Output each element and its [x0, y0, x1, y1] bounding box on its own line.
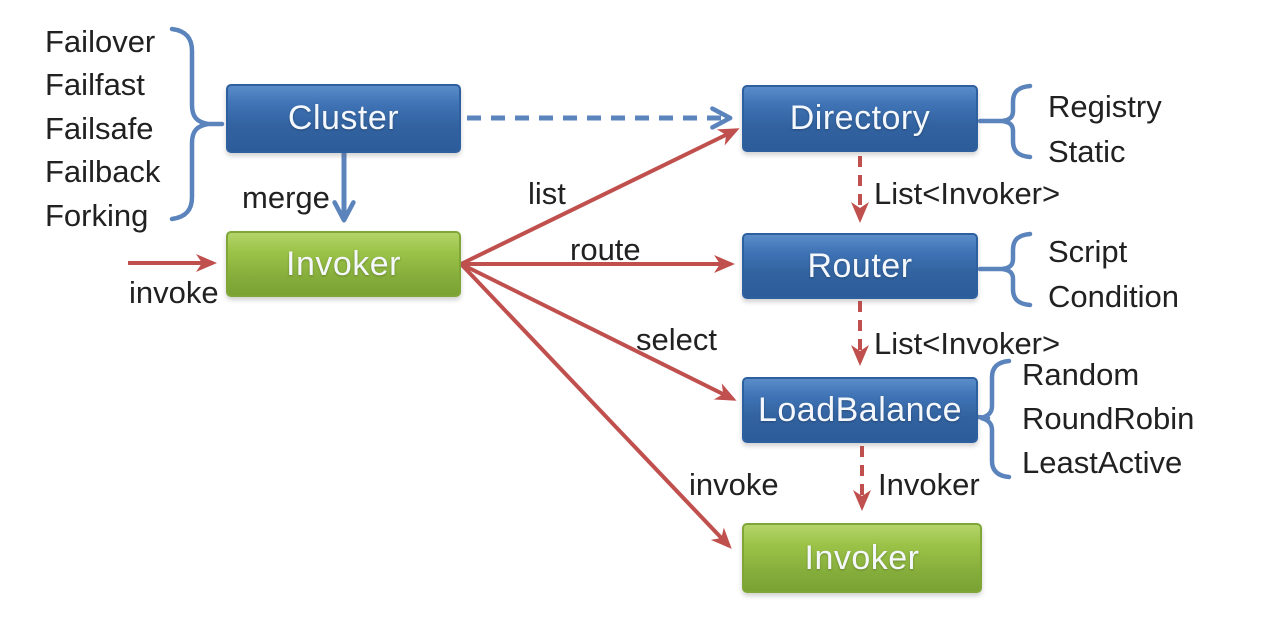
directory-box-label: Directory: [789, 99, 931, 137]
arrow-invoke-out: [459, 262, 732, 549]
cluster-box-label: Cluster: [287, 99, 400, 137]
route-label: route: [570, 232, 641, 267]
cluster-impls-list: Failover Failfast Failsafe Failback Fork…: [45, 20, 160, 238]
list-item: Forking: [45, 197, 149, 233]
brace-cluster-impls: [169, 26, 225, 222]
loadbalance-box-label: LoadBalance: [757, 390, 962, 429]
brace-directory-impls: [977, 83, 1033, 160]
list-item: Failsafe: [45, 110, 154, 146]
list-item: LeastActive: [1022, 445, 1183, 480]
arrow-list: [460, 128, 740, 266]
list-item: Random: [1022, 357, 1140, 392]
merge-label: merge: [242, 180, 330, 215]
list-item: Failback: [45, 154, 161, 190]
brace-loadbalance-impls: [975, 358, 1012, 480]
router-box: Router: [742, 233, 978, 299]
invoker-result-label: Invoker: [878, 467, 980, 502]
list-invoker-label-1: List<Invoker>: [874, 176, 1061, 211]
list-item: Failover: [45, 23, 156, 59]
directory-impls-list: Registry Static: [1048, 84, 1162, 174]
select-label: select: [636, 322, 717, 357]
invoker-top-box: Invoker: [226, 231, 461, 297]
invoke-in-label: invoke: [129, 275, 219, 310]
loadbalance-box: LoadBalance: [742, 377, 978, 443]
arrow-select: [460, 262, 737, 401]
invoker-bottom-box: Invoker: [742, 523, 982, 593]
cluster-box: Cluster: [226, 84, 461, 153]
list-label: list: [528, 176, 566, 211]
brace-router-impls: [977, 231, 1033, 308]
invoke-out-label: invoke: [689, 467, 779, 502]
invoker-top-box-label: Invoker: [286, 244, 401, 283]
directory-box: Directory: [742, 85, 978, 152]
list-item: Script: [1048, 233, 1128, 269]
list-item: Failfast: [45, 67, 145, 103]
list-item: Static: [1048, 133, 1126, 169]
list-item: Condition: [1048, 278, 1179, 314]
list-item: RoundRobin: [1022, 401, 1195, 436]
router-box-label: Router: [807, 246, 913, 285]
list-invoker-label-2: List<Invoker>: [874, 326, 1061, 361]
router-impls-list: Script Condition: [1048, 229, 1179, 319]
list-item: Registry: [1048, 88, 1162, 124]
invoker-bottom-box-label: Invoker: [804, 538, 920, 577]
loadbalance-impls-list: Random RoundRobin LeastActive: [1022, 353, 1194, 485]
